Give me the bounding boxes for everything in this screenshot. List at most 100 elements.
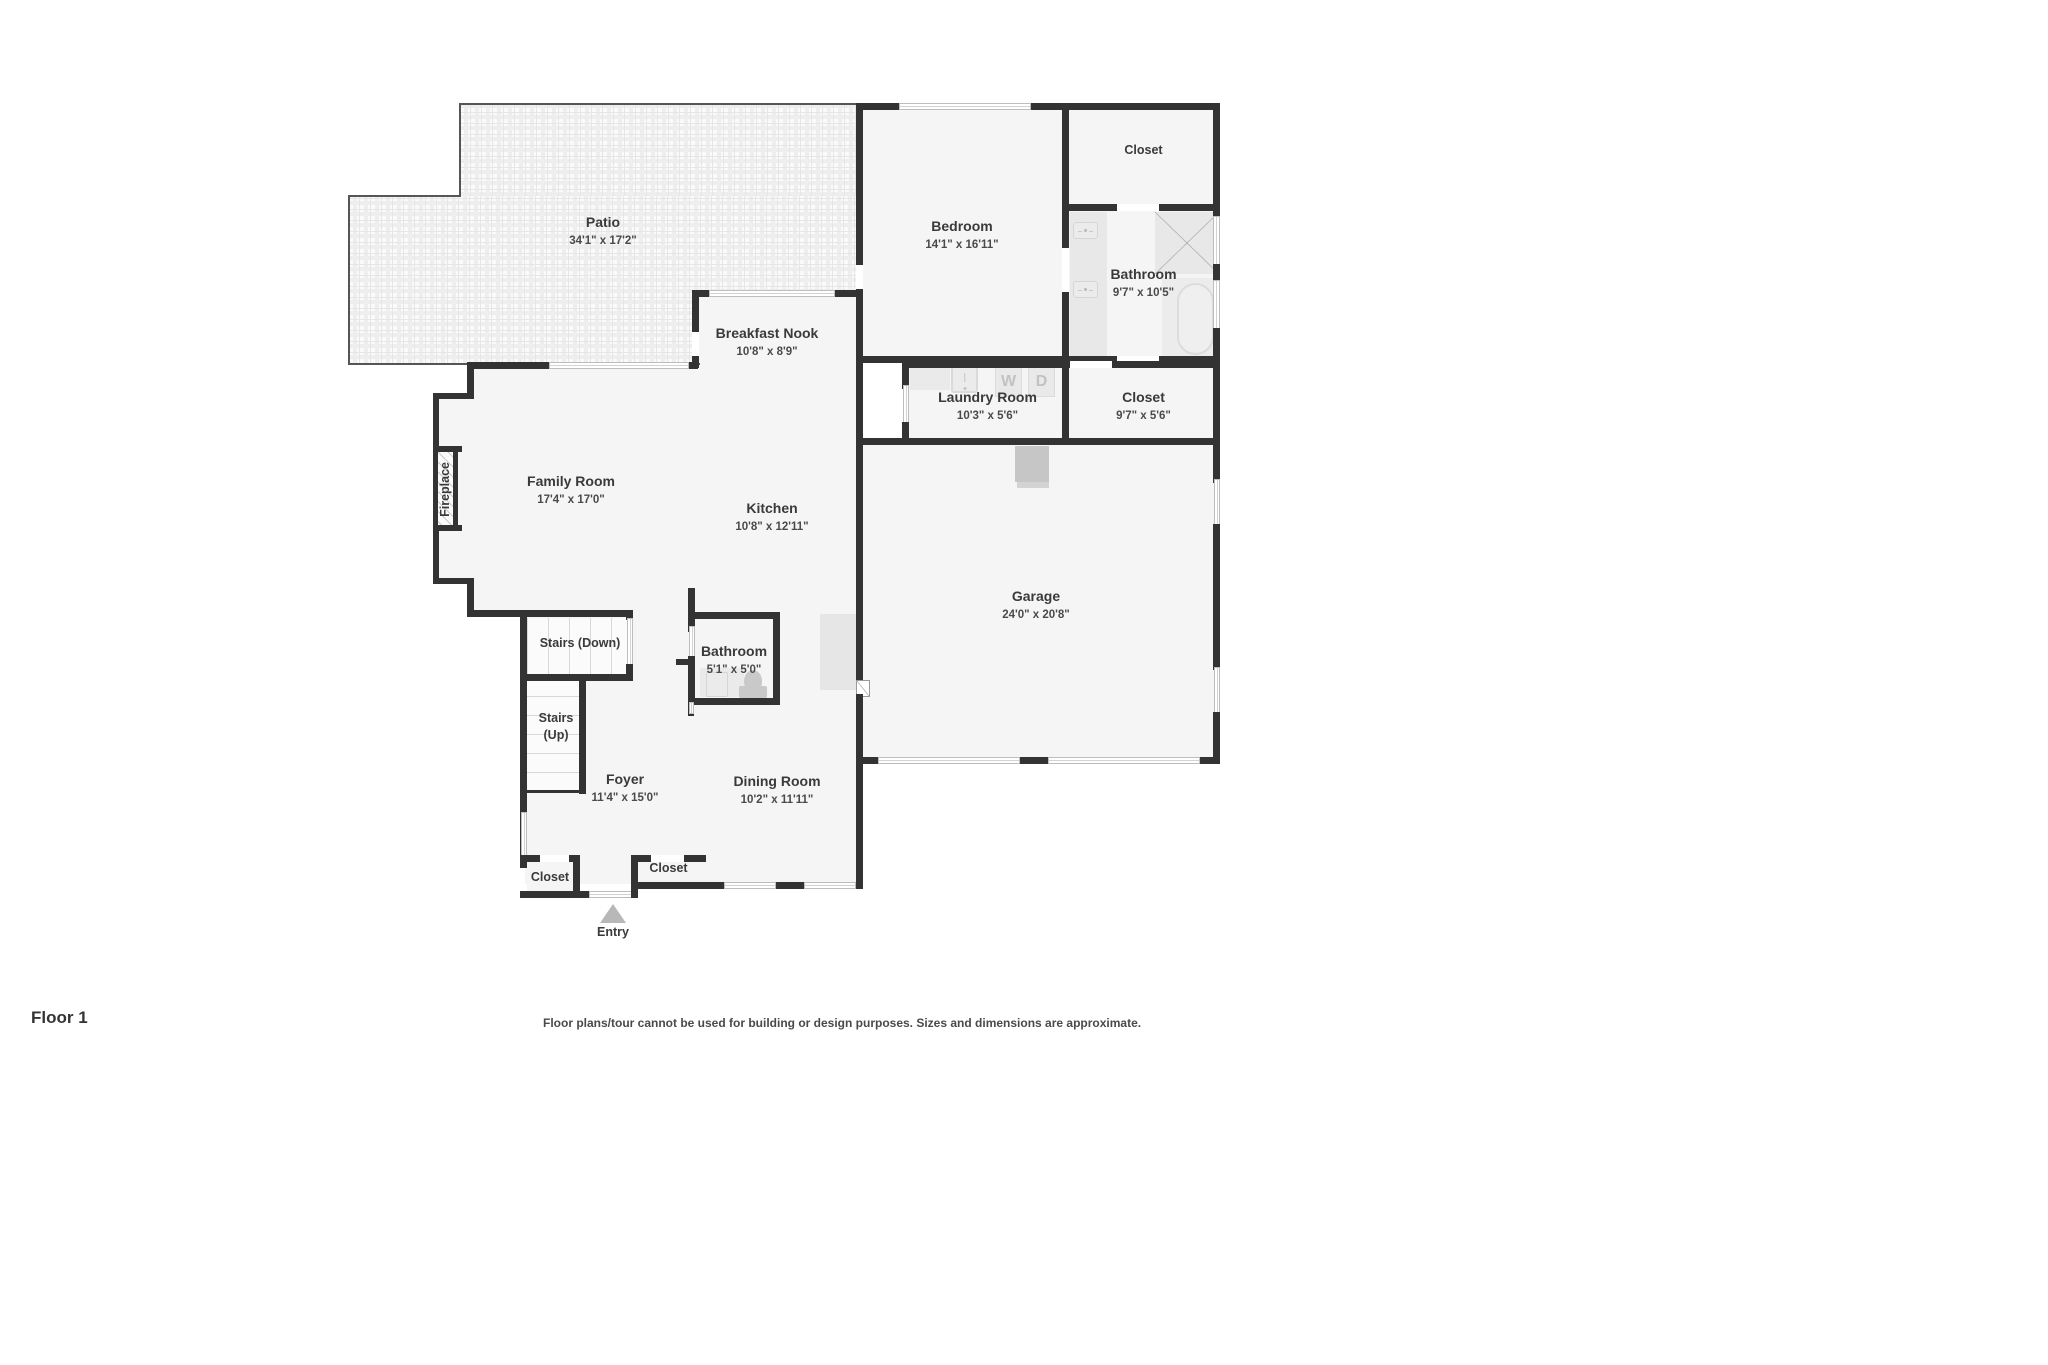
- wall-closet-dining-south: [631, 882, 706, 889]
- window-bedroom-north[interactable]: [899, 103, 1031, 110]
- room-fill-closet-mid: [1068, 363, 1219, 442]
- wall-garage-west-lower: [856, 694, 863, 764]
- counter-block: [820, 614, 860, 690]
- garage-step: [1015, 446, 1049, 482]
- entry-arrow-icon: [600, 904, 626, 923]
- door-closet-mid[interactable]: [1070, 361, 1112, 368]
- wall-halfbath-west-bottom: [688, 656, 695, 704]
- wall-halfbath-north: [688, 612, 780, 619]
- utility-sink-icon: [951, 366, 978, 393]
- wall-halfbath-south: [688, 698, 780, 705]
- wall-bay-west-2: [433, 525, 439, 583]
- door-bedroom-bathroom[interactable]: [1062, 248, 1069, 296]
- room-fill-breakfast-nook: [698, 292, 862, 369]
- wall-laundry-closet: [1062, 361, 1069, 445]
- room-fill-closet-top: [1068, 104, 1219, 206]
- door-bathroom-south[interactable]: [1117, 356, 1159, 363]
- window-foyer-west[interactable]: [521, 812, 527, 856]
- wall-closet-foyer-east: [573, 855, 580, 898]
- window-dining-south-2[interactable]: [804, 882, 856, 889]
- wall-east-bath-2: [1213, 264, 1220, 282]
- wall-stairs-down-east-bottom: [626, 664, 633, 681]
- wall-entry-east: [631, 855, 638, 898]
- wall-east-bath-1: [1213, 209, 1220, 219]
- wall-halfbath-east: [773, 612, 780, 704]
- door-garage-house[interactable]: [856, 680, 870, 697]
- wall-laundry-west-top: [902, 361, 909, 389]
- stairs-down-treads: [527, 618, 633, 674]
- window-bathroom-east-1[interactable]: [1213, 216, 1220, 266]
- wall-bay-west-1: [433, 393, 439, 451]
- disclaimer-text: Floor plans/tour cannot be used for buil…: [543, 1016, 1142, 1030]
- wall-garage-east-1: [1213, 443, 1220, 483]
- entry-door[interactable]: [589, 891, 635, 898]
- door-closet-foyer[interactable]: [540, 855, 569, 862]
- wall-halfbath-west-top: [688, 616, 695, 632]
- wall-garage-east-3: [1213, 712, 1220, 764]
- garage-door-2[interactable]: [1048, 757, 1200, 764]
- washer-icon: W: [995, 366, 1022, 397]
- wall-halfbath-jamb: [676, 659, 692, 665]
- window-garage-east-2[interactable]: [1214, 667, 1220, 715]
- window-garage-east-1[interactable]: [1214, 479, 1220, 527]
- room-fill-bedroom: [862, 104, 1062, 359]
- garage-step-edge: [1017, 482, 1049, 488]
- sink-icon-left: [1073, 222, 1098, 239]
- garage-door-1[interactable]: [878, 757, 1020, 764]
- wall-bedroom-bath-lower: [1062, 292, 1069, 363]
- room-fill-garage: [862, 443, 1219, 763]
- wall-closet-mid-east: [1213, 361, 1220, 445]
- window-dining-south-1[interactable]: [724, 882, 776, 889]
- wall-stairs-west: [520, 610, 527, 682]
- wall-stairs-up-east: [579, 678, 586, 794]
- window-halfbath[interactable]: [689, 702, 694, 714]
- dryer-icon: D: [1028, 366, 1055, 397]
- wall-closet-foyer-south: [520, 891, 580, 898]
- toilet-icon: [739, 670, 767, 698]
- door-patio-bedroom[interactable]: [856, 265, 863, 293]
- wall-garage-east-2: [1213, 524, 1220, 670]
- wall-fireplace-east: [453, 451, 458, 529]
- wall-patio-step: [348, 195, 461, 197]
- door-laundry[interactable]: [903, 385, 909, 425]
- wall-stairs-down-south: [520, 674, 633, 681]
- wall-kitchen-laundry: [856, 361, 863, 445]
- floor-label: Floor 1: [31, 1008, 88, 1027]
- shower-icon: [1155, 212, 1219, 274]
- wall-dining-south: [700, 882, 862, 889]
- wall-patio-nook: [856, 289, 863, 371]
- wall-bedroom-closet: [1062, 103, 1069, 208]
- wall-bedroom-bath-upper: [1062, 208, 1069, 252]
- wall-family-west-bottom: [467, 578, 474, 616]
- stairs-up-treads: [527, 680, 585, 792]
- wall-nook-west-upper: [692, 290, 699, 336]
- wall-dining-east: [856, 684, 863, 889]
- wall-family-south: [467, 610, 633, 617]
- fireplace-label: Fireplace: [437, 461, 452, 517]
- wall-stairs-down-east-top: [626, 610, 633, 620]
- door-nook-patio[interactable]: [692, 332, 699, 360]
- fireplace: Fireplace: [433, 451, 456, 527]
- door-closet-dining[interactable]: [651, 855, 684, 862]
- bathtub-icon: [1177, 283, 1214, 355]
- wall-patio-house: [856, 103, 863, 265]
- wall-bay-top: [433, 393, 474, 399]
- window-bathroom-east-2[interactable]: [1213, 280, 1220, 330]
- wall-bay-bottom: [433, 578, 474, 584]
- wall-laundry-west-bottom: [902, 422, 909, 444]
- wall-east-closet: [1213, 103, 1220, 209]
- wall-patio-bottom-left: [348, 363, 548, 365]
- wall-north-exterior: [862, 103, 1220, 110]
- window-nook-north[interactable]: [709, 290, 835, 297]
- label-entry: Entry: [597, 925, 629, 939]
- wall-bay-mid-2: [433, 525, 462, 531]
- window-family-north[interactable]: [549, 362, 689, 369]
- door-closet-top[interactable]: [1117, 204, 1159, 211]
- door-halfbath[interactable]: [689, 626, 695, 660]
- wall-garage-west-upper: [856, 438, 863, 688]
- window-stairs-landing[interactable]: [627, 618, 633, 666]
- wall-laundry-north: [902, 361, 1220, 368]
- room-fill-closet-dining: [652, 858, 701, 884]
- wall-patio-left: [348, 195, 350, 365]
